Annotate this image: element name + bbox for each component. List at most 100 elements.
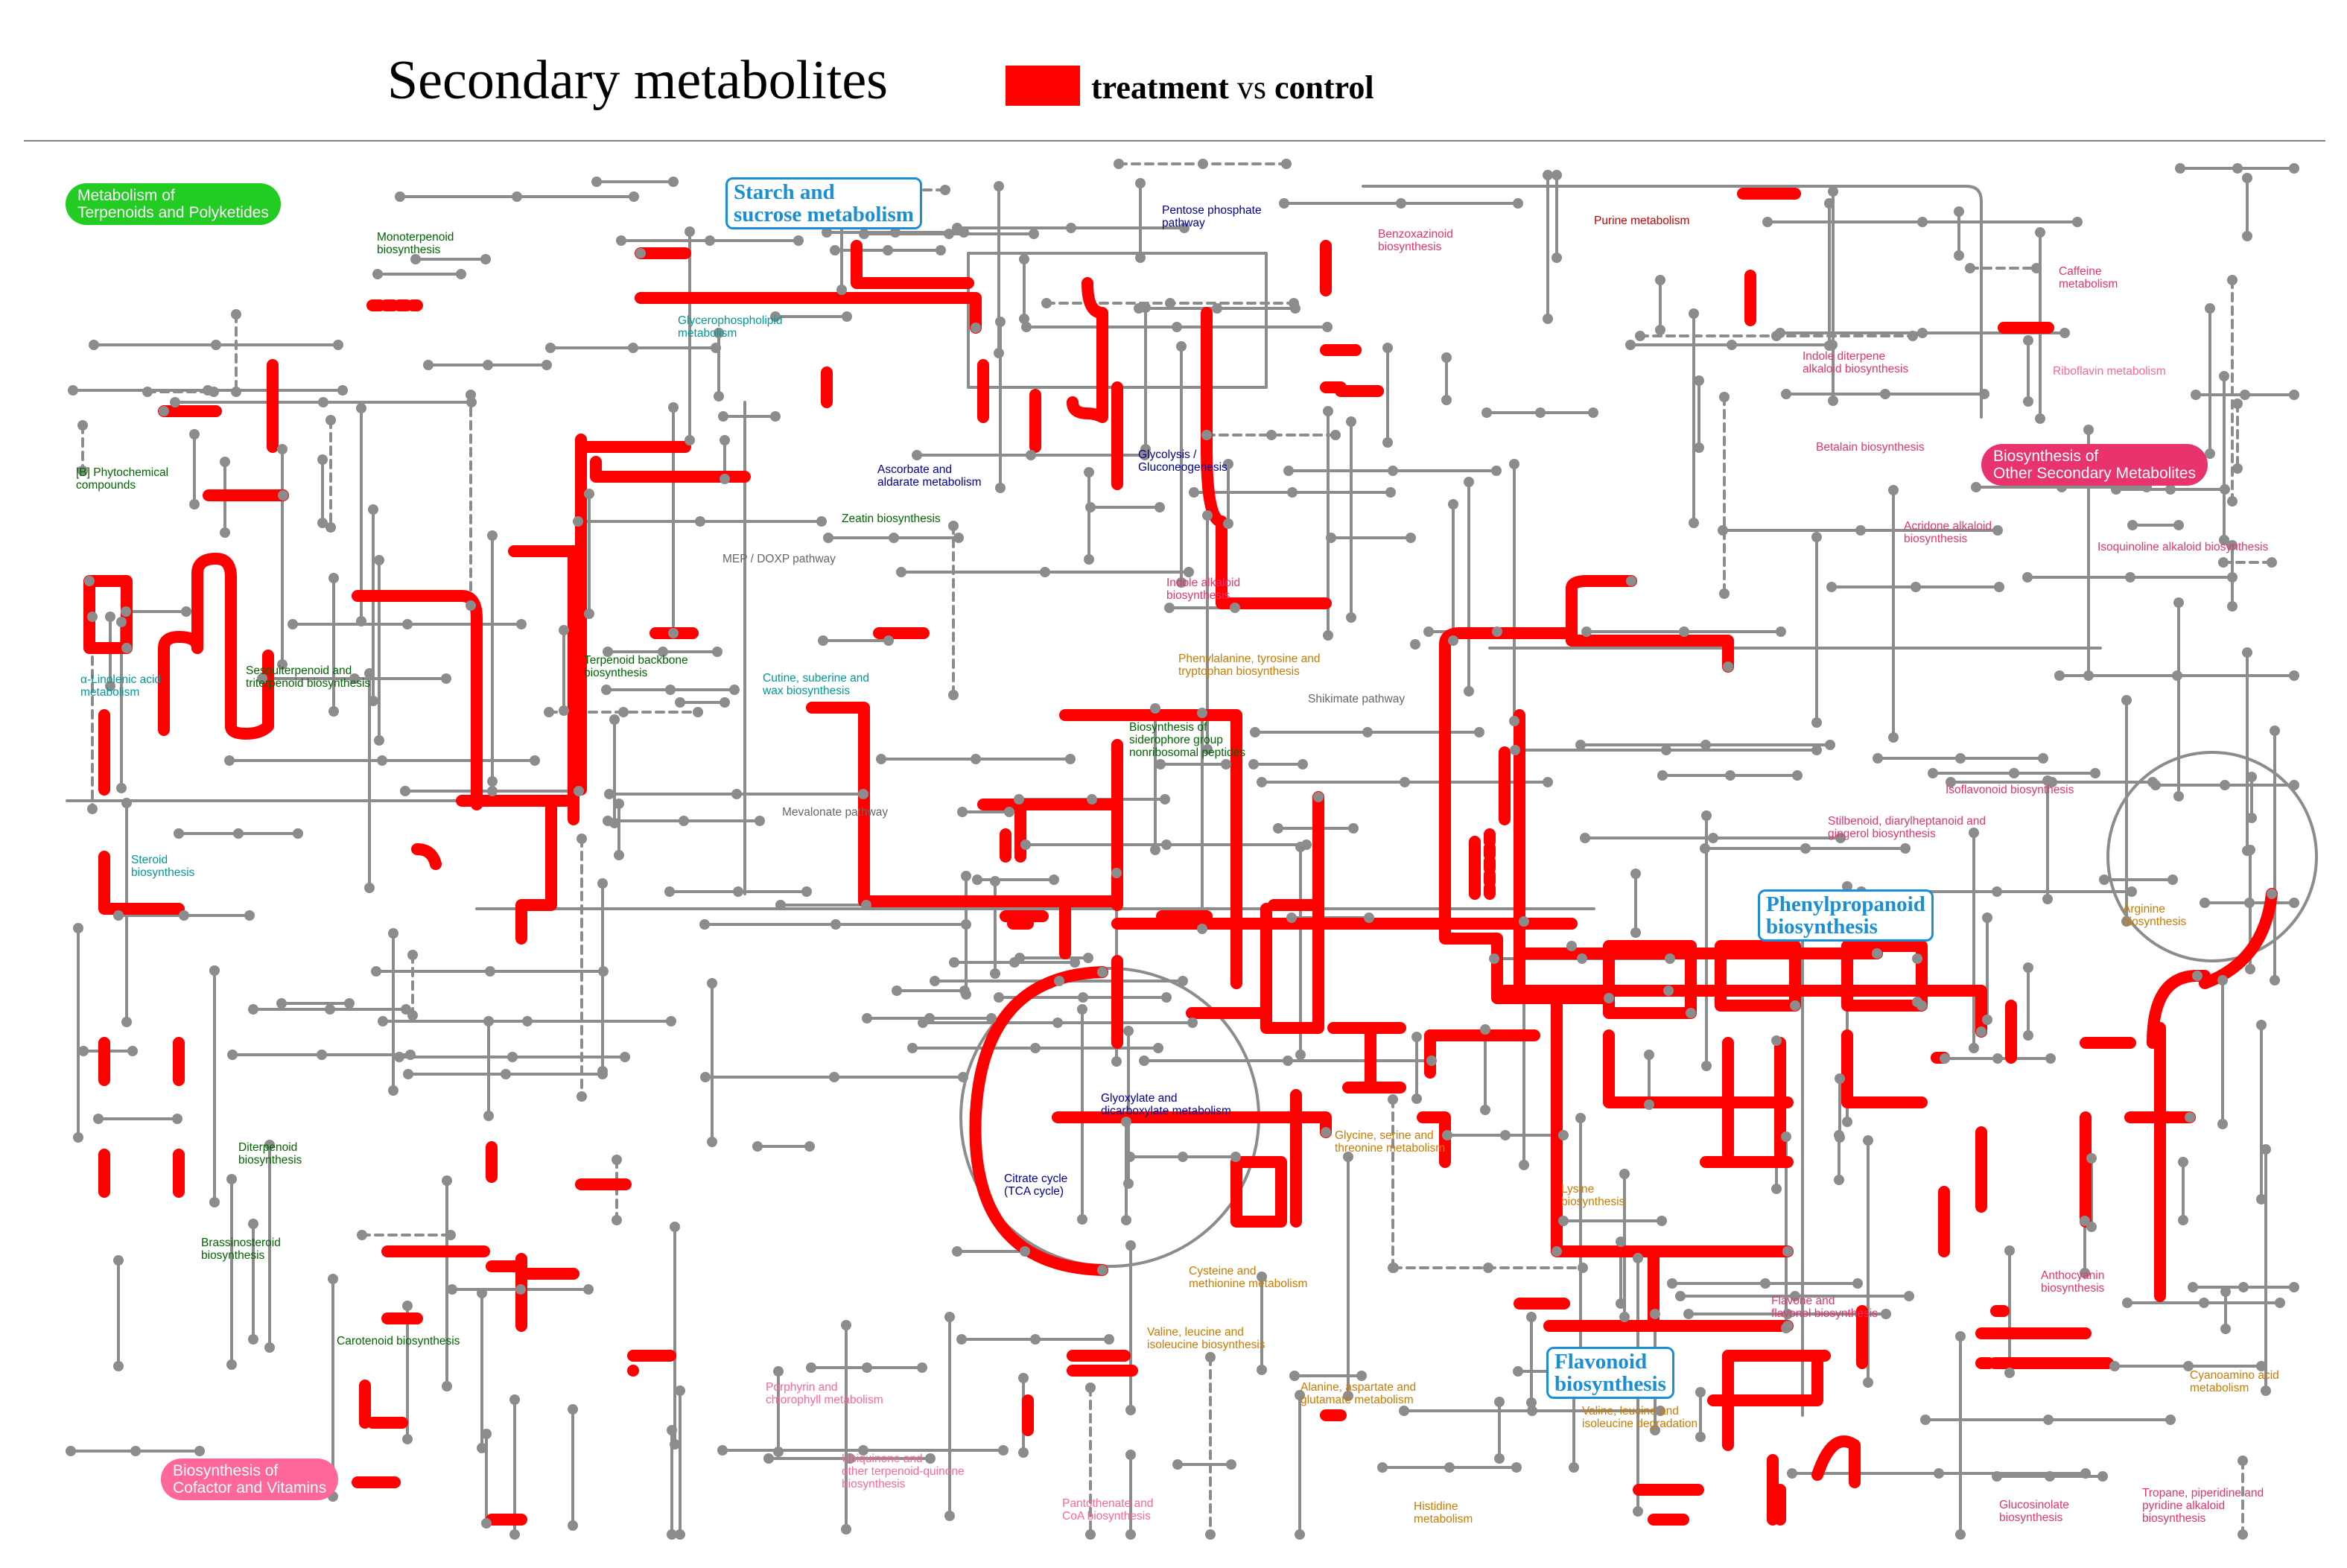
compound-node[interactable]: [1667, 1278, 1677, 1289]
compound-node[interactable]: [377, 755, 387, 766]
compound-node[interactable]: [1423, 626, 1434, 637]
compound-node[interactable]: [227, 1050, 238, 1060]
compound-node[interactable]: [2267, 557, 2277, 568]
compound-node[interactable]: [2080, 1216, 2090, 1226]
compound-node[interactable]: [1442, 1130, 1452, 1140]
compound-node[interactable]: [699, 919, 710, 930]
compound-node[interactable]: [1509, 716, 1519, 726]
compound-node[interactable]: [1202, 744, 1213, 755]
compound-node[interactable]: [667, 1425, 677, 1435]
compound-node[interactable]: [896, 567, 906, 577]
compound-node[interactable]: [318, 397, 328, 407]
compound-node[interactable]: [2042, 775, 2053, 786]
pathway-label[interactable]: Indole diterpene alkaloid biosynthesis: [1803, 350, 1909, 375]
compound-node[interactable]: [1441, 395, 1452, 405]
compound-node[interactable]: [971, 754, 981, 764]
compound-node[interactable]: [1811, 532, 1822, 542]
compound-node[interactable]: [568, 1520, 578, 1531]
compound-node[interactable]: [1362, 727, 1373, 737]
compound-node[interactable]: [700, 1072, 711, 1082]
compound-node[interactable]: [481, 1518, 492, 1529]
compound-node[interactable]: [658, 647, 668, 657]
compound-node[interactable]: [545, 343, 556, 353]
compound-node[interactable]: [2219, 371, 2229, 381]
compound-node[interactable]: [2220, 1324, 2231, 1334]
compound-node[interactable]: [2240, 390, 2250, 400]
compound-node[interactable]: [995, 317, 1006, 327]
compound-node[interactable]: [1139, 1056, 1149, 1066]
compound-node[interactable]: [1474, 727, 1484, 737]
compound-node[interactable]: [940, 185, 950, 195]
pathway-label[interactable]: Sesquiterpenoid and triterpenoid biosynt…: [246, 664, 371, 690]
compound-node[interactable]: [2217, 975, 2228, 985]
compound-node[interactable]: [1625, 340, 1636, 350]
pathway-label[interactable]: Riboflavin metabolism: [2053, 365, 2166, 378]
compound-node[interactable]: [944, 1511, 955, 1521]
pathway-label[interactable]: Carotenoid biosynthesis: [337, 1335, 460, 1348]
compound-node[interactable]: [1084, 467, 1094, 477]
compound-node[interactable]: [1287, 487, 1298, 498]
compound-node[interactable]: [1448, 499, 1458, 510]
compound-node[interactable]: [1494, 1453, 1505, 1464]
compound-node[interactable]: [477, 1288, 487, 1298]
compound-node[interactable]: [402, 1301, 413, 1311]
compound-node[interactable]: [948, 521, 959, 531]
compound-node[interactable]: [1800, 843, 1811, 854]
compound-node[interactable]: [889, 533, 899, 543]
compound-node[interactable]: [1900, 843, 1911, 854]
compound-node[interactable]: [1221, 759, 1231, 769]
compound-node[interactable]: [1787, 1468, 1797, 1479]
compound-node[interactable]: [89, 340, 99, 350]
compound-node[interactable]: [720, 435, 730, 445]
compound-node[interactable]: [1904, 1291, 1914, 1301]
compound-node[interactable]: [675, 1529, 685, 1540]
compound-node[interactable]: [1835, 833, 1846, 843]
compound-node[interactable]: [2227, 572, 2238, 583]
pathway-label[interactable]: Pantothenate and CoA biosynthesis: [1062, 1497, 1154, 1523]
compound-node[interactable]: [1085, 502, 1096, 512]
compound-node[interactable]: [1480, 1105, 1490, 1115]
compound-node[interactable]: [1979, 389, 1989, 399]
compound-node[interactable]: [917, 1362, 927, 1373]
compound-node[interactable]: [317, 1050, 327, 1060]
pathway-label[interactable]: Glyoxylate and dicarboxylate metabolism: [1101, 1092, 1231, 1117]
compound-node[interactable]: [179, 910, 189, 921]
compound-node[interactable]: [635, 248, 646, 258]
compound-node[interactable]: [542, 360, 552, 370]
compound-node[interactable]: [876, 754, 886, 764]
compound-node[interactable]: [574, 786, 584, 796]
compound-node[interactable]: [1650, 1309, 1660, 1319]
compound-node[interactable]: [1689, 308, 1699, 319]
compound-node[interactable]: [2178, 1157, 2188, 1167]
compound-node[interactable]: [378, 1016, 388, 1026]
compound-node[interactable]: [890, 227, 901, 238]
compound-node[interactable]: [598, 966, 609, 977]
pathway-label[interactable]: Tropane, piperidine and pyridine alkaloi…: [2142, 1487, 2264, 1525]
compound-node[interactable]: [1509, 459, 1519, 469]
compound-node[interactable]: [2227, 540, 2238, 550]
compound-node[interactable]: [388, 1085, 398, 1096]
compound-node[interactable]: [1295, 842, 1306, 852]
compound-node[interactable]: [2238, 1529, 2248, 1540]
compound-node[interactable]: [1663, 985, 1674, 996]
pathway-label[interactable]: MEP / DOXP pathway: [722, 553, 836, 565]
compound-node[interactable]: [718, 411, 728, 422]
compound-node[interactable]: [1226, 1459, 1236, 1470]
compound-node[interactable]: [2083, 425, 2094, 435]
compound-node[interactable]: [1097, 1265, 1108, 1275]
compound-node[interactable]: [584, 609, 594, 619]
compound-node[interactable]: [1411, 1032, 1422, 1042]
compound-node[interactable]: [773, 1366, 784, 1377]
compound-node[interactable]: [2256, 1020, 2267, 1030]
compound-node[interactable]: [1286, 912, 1297, 923]
compound-node[interactable]: [956, 1334, 967, 1345]
pathway-label[interactable]: Biosynthesis of siderophore group nonrib…: [1129, 721, 1245, 759]
pathway-label[interactable]: Glycine, serine and threonine metabolism: [1335, 1129, 1446, 1155]
compound-node[interactable]: [1511, 1462, 1522, 1473]
compound-node[interactable]: [1492, 626, 1502, 637]
compound-node[interactable]: [1863, 1135, 1873, 1146]
compound-node[interactable]: [2086, 1222, 2097, 1232]
compound-node[interactable]: [616, 235, 626, 246]
compound-node[interactable]: [1657, 1216, 1667, 1226]
compound-node[interactable]: [1202, 510, 1213, 521]
